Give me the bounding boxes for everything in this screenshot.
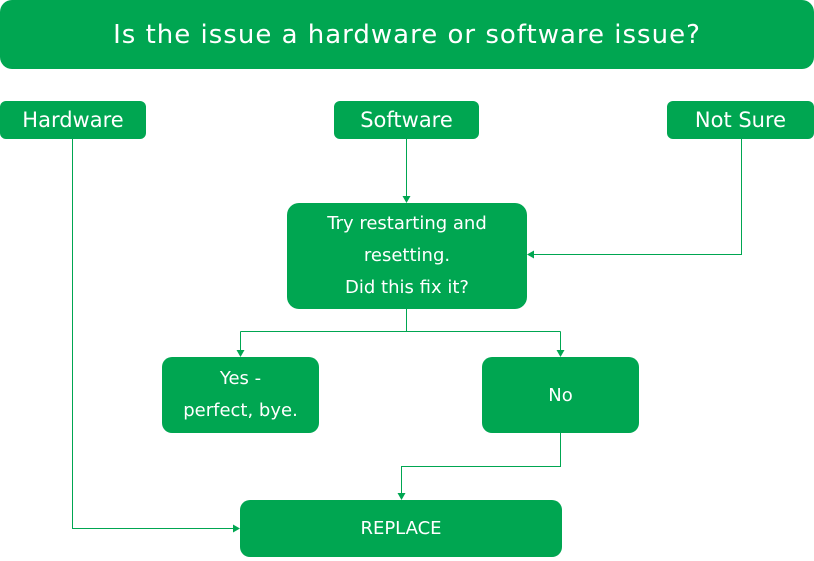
arrowhead-question-to-no	[556, 350, 565, 357]
arrowhead-hardware-to-replace	[233, 524, 240, 533]
title-box: Is the issue a hardware or software issu…	[0, 0, 814, 69]
node-software: Software	[334, 101, 479, 139]
node-replace-label: REPLACE	[360, 518, 442, 539]
node-yes: Yes - perfect, bye.	[162, 357, 319, 433]
node-restart-question-label: Try restarting and resetting. Did this f…	[327, 213, 487, 298]
node-no-label: No	[548, 384, 573, 406]
node-restart-question: Try restarting and resetting. Did this f…	[287, 203, 527, 309]
node-replace: REPLACE	[240, 500, 562, 557]
node-yes-label: Yes - perfect, bye.	[183, 368, 298, 421]
arrowhead-question-to-yes	[236, 350, 245, 357]
node-hardware: Hardware	[0, 101, 146, 139]
arrowhead-no-to-replace	[397, 493, 406, 500]
node-software-label: Software	[360, 108, 453, 132]
page-title: Is the issue a hardware or software issu…	[113, 19, 701, 50]
node-no: No	[482, 357, 639, 433]
connector-no-to-replace	[401, 433, 561, 494]
node-not-sure-label: Not Sure	[694, 108, 787, 132]
arrowhead-notsure-to-question	[527, 250, 534, 259]
node-not-sure: Not Sure	[667, 101, 814, 139]
connector-notsure-to-question	[533, 139, 742, 255]
arrowhead-software-to-question	[402, 196, 411, 203]
node-hardware-label: Hardware	[22, 108, 124, 132]
connector-question-split	[240, 309, 561, 351]
connector-hardware-to-replace	[72, 139, 234, 529]
